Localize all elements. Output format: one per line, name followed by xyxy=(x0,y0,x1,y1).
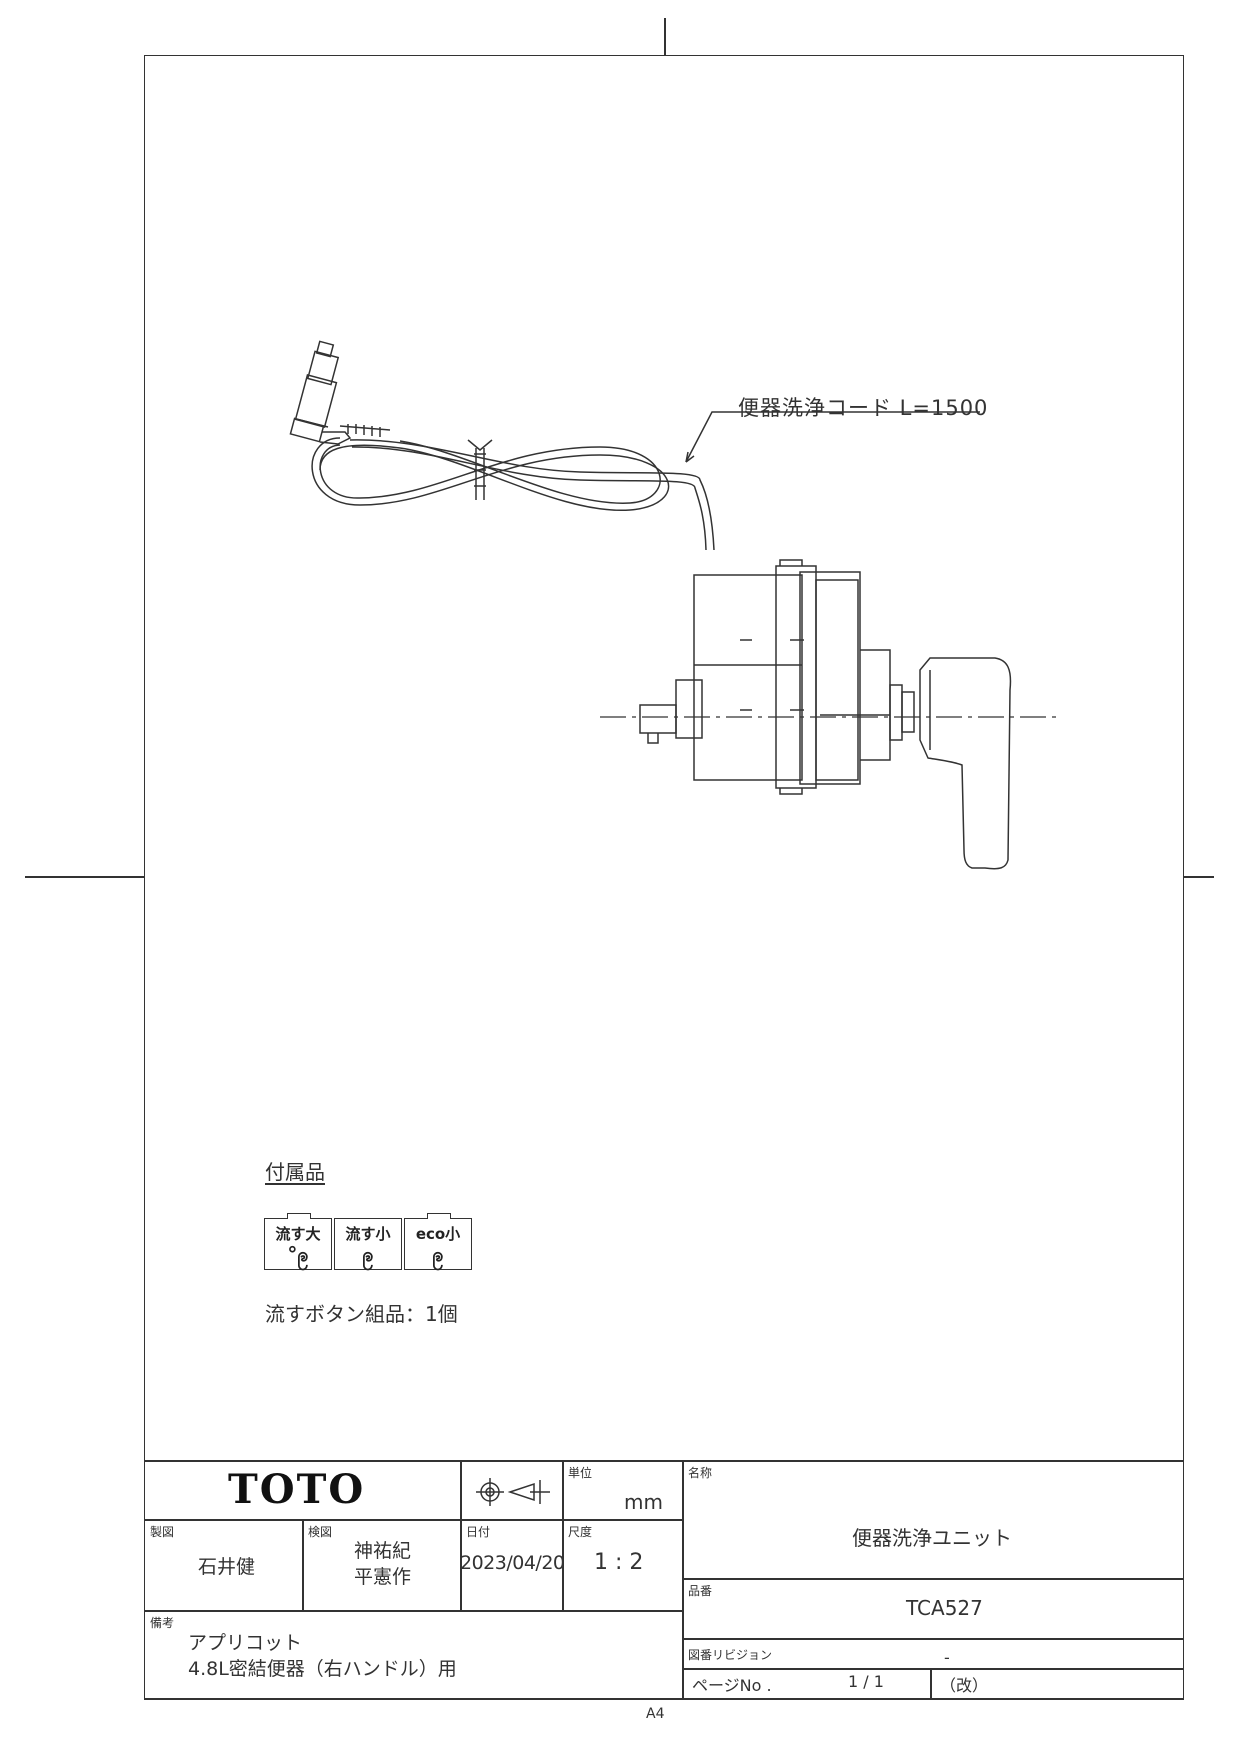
tb-row-page xyxy=(682,1668,1184,1670)
tb-row-revision xyxy=(682,1638,1184,1640)
paper-size: A4 xyxy=(646,1706,665,1722)
flush-large-button: 流す大 °ဨ xyxy=(264,1213,332,1270)
drawing-frame xyxy=(144,55,1184,1700)
plug-connector xyxy=(289,340,391,445)
scale-value: 1 : 2 xyxy=(594,1550,644,1575)
tb-row2 xyxy=(144,1610,682,1612)
revision-value: - xyxy=(944,1648,950,1667)
date-label: 日付 xyxy=(466,1525,491,1539)
checked-value-2: 平憲作 xyxy=(354,1566,412,1588)
swirl-small-icon: ဨ xyxy=(362,1242,374,1266)
remarks-label: 備考 xyxy=(150,1616,175,1630)
handle-lever xyxy=(919,657,1012,870)
checked-value-1: 神祐紀 xyxy=(354,1540,412,1562)
unit-value: mm xyxy=(624,1490,663,1514)
center-tick-top xyxy=(664,18,666,55)
unit-label: 単位 xyxy=(568,1466,593,1480)
date-value: 2023/04/20 xyxy=(460,1552,565,1574)
page-value: 1 / 1 xyxy=(848,1672,884,1691)
remarks-line-2: 4.8L密結便器（右ハンドル）用 xyxy=(188,1658,457,1680)
tb-row-partno xyxy=(682,1578,1184,1580)
accessory-item-text: 流すボタン組品：1個 xyxy=(265,1302,458,1326)
button-tab xyxy=(427,1213,451,1219)
page-suffix: （改） xyxy=(940,1676,989,1695)
tb-top xyxy=(144,1460,1184,1462)
center-tick-right xyxy=(1184,876,1214,878)
toto-logo: TOTO xyxy=(228,1466,366,1513)
button-tab xyxy=(287,1213,311,1219)
tb-col-unit xyxy=(562,1460,564,1610)
drawn-label: 製図 xyxy=(150,1525,175,1539)
revision-label: 図番リビジョン xyxy=(688,1648,773,1662)
swirl-large-icon: °ဨ xyxy=(287,1242,309,1266)
tb-col-logo xyxy=(460,1460,462,1610)
flush-small-button: 流す小 ဨ xyxy=(334,1218,402,1270)
tb-row1 xyxy=(144,1519,682,1521)
unit-housing xyxy=(639,559,915,795)
swirl-eco-icon: ဨ xyxy=(432,1242,444,1266)
page-label: ページNo . xyxy=(692,1676,772,1695)
tb-bottom xyxy=(144,1698,1184,1700)
flush-small-label: 流す小 xyxy=(345,1225,391,1243)
remarks-line-1: アプリコット xyxy=(188,1632,303,1654)
cord-length-callout: 便器洗浄コード L=1500 xyxy=(738,396,989,420)
name-label: 名称 xyxy=(688,1466,713,1480)
checked-label: 検図 xyxy=(308,1525,333,1539)
eco-small-button: eco小 ဨ xyxy=(404,1213,472,1270)
part-no-label: 品番 xyxy=(688,1584,713,1598)
scale-label: 尺度 xyxy=(568,1525,593,1539)
center-tick-left xyxy=(25,876,144,878)
eco-small-label: eco小 xyxy=(415,1225,461,1243)
accessories-heading: 付属品 xyxy=(265,1160,325,1184)
tb-col-drawn xyxy=(302,1519,304,1610)
part-no-value: TCA527 xyxy=(906,1596,983,1620)
name-value: 便器洗浄ユニット xyxy=(852,1526,1012,1550)
callout-leader xyxy=(685,411,980,463)
projection-symbol-icon xyxy=(476,1478,550,1506)
cord-loop xyxy=(311,437,715,551)
flush-large-label: 流す大 xyxy=(275,1225,321,1243)
tb-col-page-suffix xyxy=(930,1668,932,1698)
drawn-value: 石井健 xyxy=(198,1556,256,1578)
flush-button-set: 流す大 °ဨ 流す小 ဨ eco小 ဨ xyxy=(264,1213,472,1270)
